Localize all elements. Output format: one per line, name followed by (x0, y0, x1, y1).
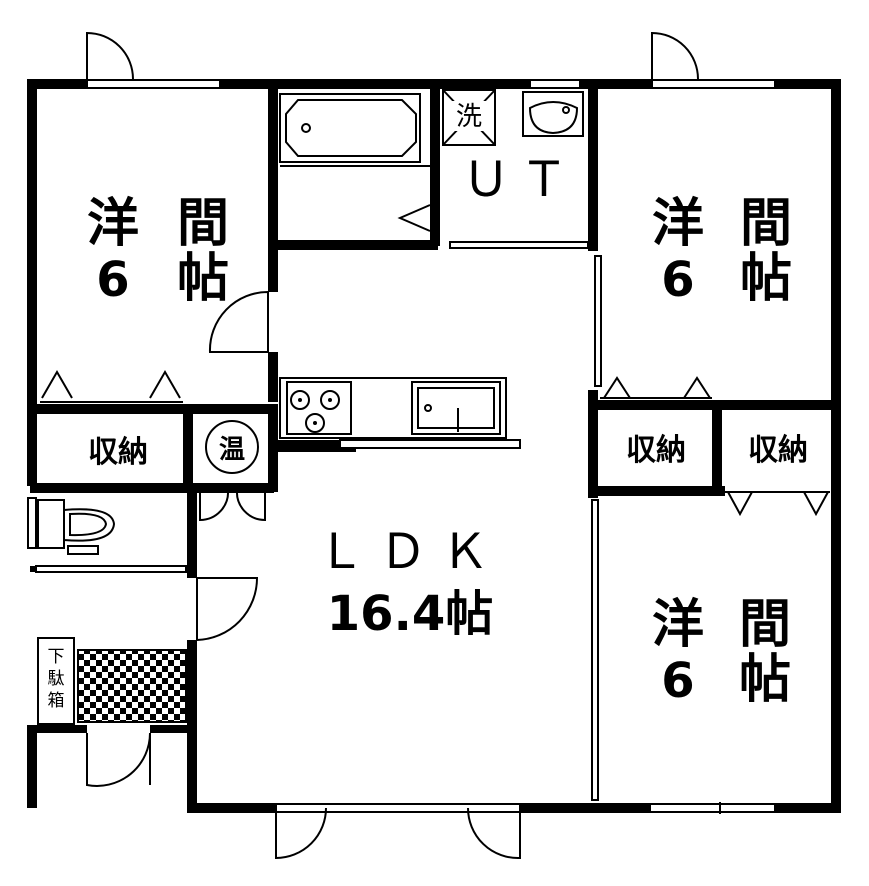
washer-pan (442, 89, 496, 146)
east-room-top-label: 洋 間 6 帖 (652, 194, 792, 309)
utility-label: ＵＴ (462, 152, 578, 208)
storage-east-2-label: 収納 (748, 433, 808, 468)
east-room-top-unit: 帖 (740, 249, 792, 309)
east-room-bottom-kanji-right: 間 (739, 595, 791, 655)
east-room-bottom-kanji-left: 洋 (652, 595, 704, 655)
bathtub (279, 93, 421, 163)
east-room-top-kanji-right: 間 (740, 194, 792, 254)
shoe-box-char-1: 下 (48, 647, 65, 667)
exterior-walls (27, 79, 841, 813)
toilet (37, 499, 116, 555)
washer-label: 洗 (456, 102, 482, 132)
interior-walls (30, 86, 838, 732)
ldk-size: 16.4帖 (327, 586, 493, 642)
east-room-top-kanji-left: 洋 (652, 194, 704, 254)
kitchen-counter (279, 377, 521, 449)
shoe-box (37, 637, 75, 725)
storage-west-label: 収納 (88, 435, 148, 470)
east-room-bottom-unit: 帖 (739, 650, 791, 710)
closet-markers (40, 204, 830, 517)
ldk-label: ＬＤＫ 16.4帖 (317, 524, 503, 642)
water-heater (205, 420, 259, 474)
windows (27, 79, 776, 814)
west-room-kanji-left: 洋 (87, 194, 139, 254)
ldk-name: ＬＤＫ (317, 524, 503, 580)
storage-east-1-label: 収納 (626, 433, 686, 468)
west-room-kanji-right: 間 (177, 194, 229, 254)
entrance-floor (77, 649, 187, 723)
shoe-box-char-2: 駄 (48, 669, 65, 689)
east-room-bottom-label: 洋 間 6 帖 (652, 595, 791, 710)
utility-name: ＵＴ (462, 152, 578, 208)
west-room-label: 洋 間 6 帖 (87, 194, 229, 309)
doors (86, 31, 699, 860)
water-heater-label: 温 (219, 435, 245, 465)
east-room-bottom-num: 6 (661, 653, 694, 709)
west-room-num: 6 (96, 252, 129, 308)
shoe-box-char-3: 箱 (48, 691, 65, 711)
east-room-top-num: 6 (661, 252, 694, 308)
wash-basin (522, 91, 584, 137)
west-room-unit: 帖 (177, 249, 229, 309)
